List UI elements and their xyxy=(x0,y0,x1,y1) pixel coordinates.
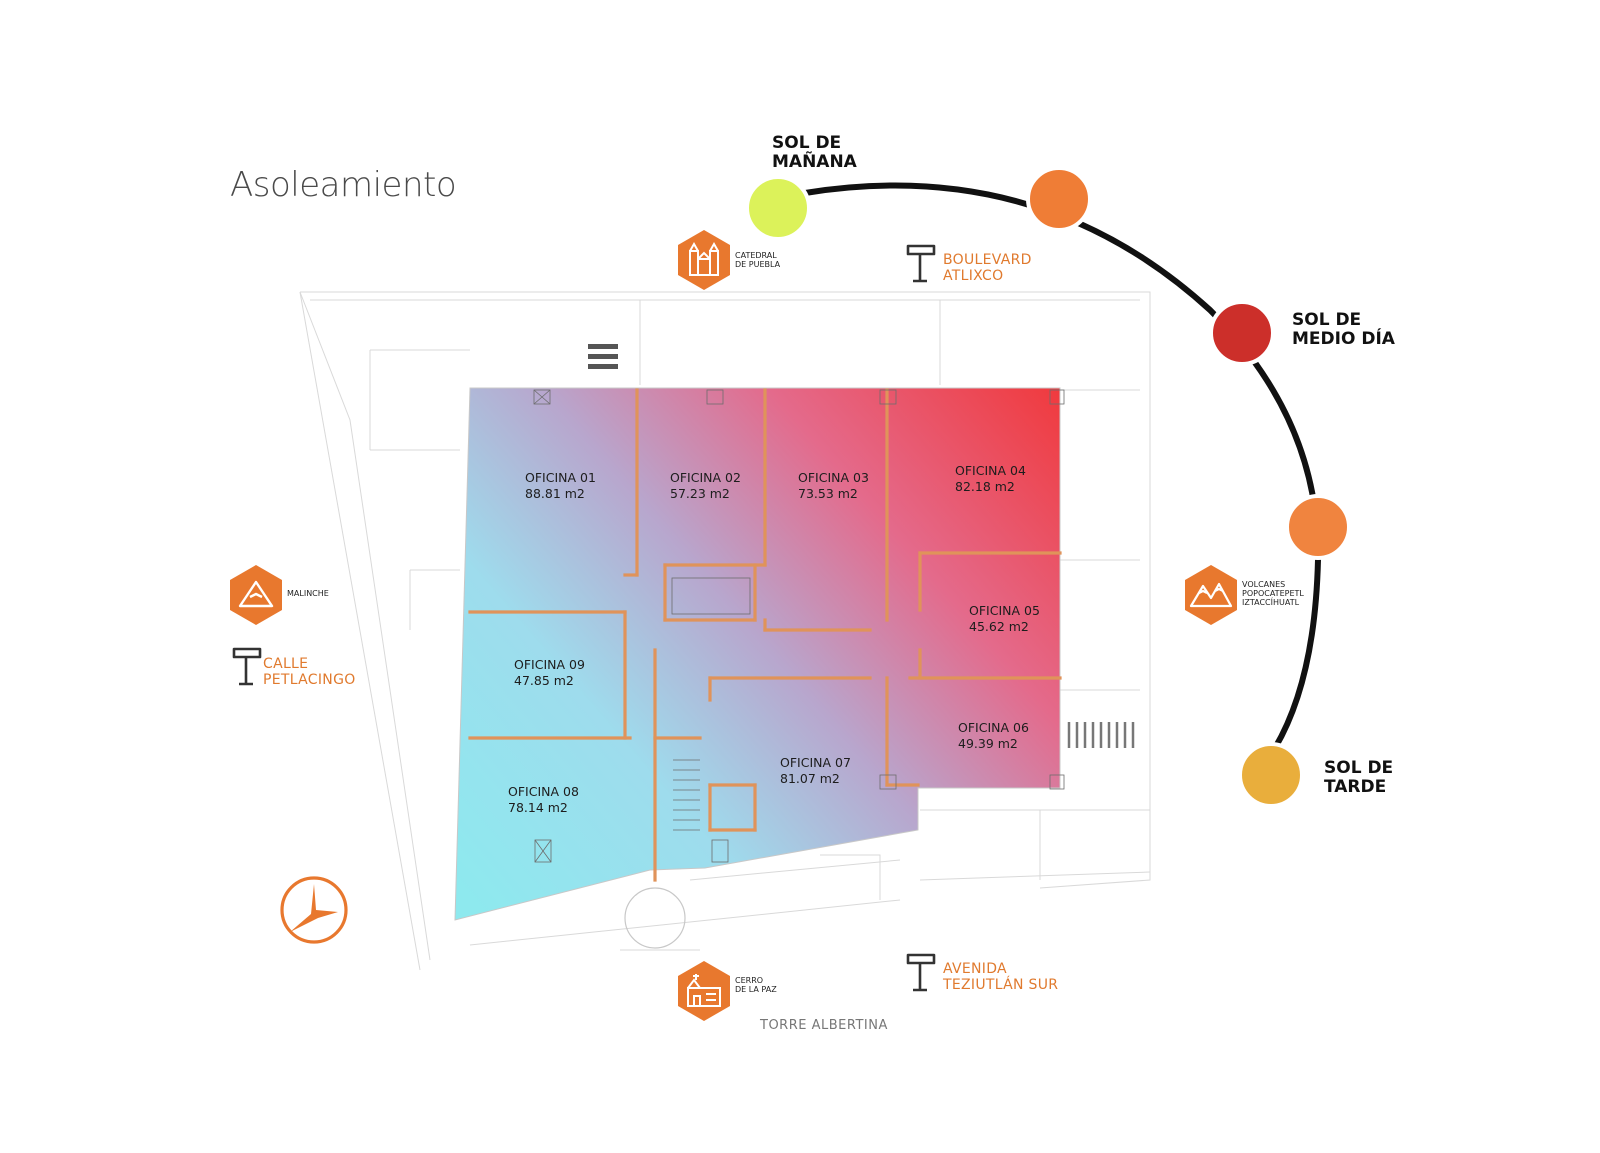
cathedral-icon xyxy=(678,230,730,290)
building-name: TORRE ALBERTINA xyxy=(760,1018,888,1033)
office-02-label: OFICINA 02 57.23 m2 xyxy=(670,470,741,502)
street-sign-icon xyxy=(906,244,936,283)
office-09-label: OFICINA 09 47.85 m2 xyxy=(514,657,585,689)
sun-morning-marker xyxy=(745,175,811,241)
sun-mid-afternoon-marker xyxy=(1285,494,1351,560)
volcanoes-icon xyxy=(1185,565,1237,625)
sun-path-arc xyxy=(802,182,1322,751)
office-area: 49.39 m2 xyxy=(958,736,1018,751)
office-name: OFICINA 09 xyxy=(514,657,585,672)
cathedral-label: CATEDRAL DE PUEBLA xyxy=(735,251,781,269)
office-area: 45.62 m2 xyxy=(969,619,1029,634)
office-area: 47.85 m2 xyxy=(514,673,574,688)
avenida-label: AVENIDA TEZIUTLÁN SUR xyxy=(943,961,1059,993)
office-03-label: OFICINA 03 73.53 m2 xyxy=(798,470,869,502)
compass-icon xyxy=(280,876,348,944)
office-name: OFICINA 02 xyxy=(670,470,741,485)
street-sign-icon xyxy=(906,953,936,992)
mountain-icon xyxy=(230,565,282,625)
office-area: 73.53 m2 xyxy=(798,486,858,501)
sun-noon-label: SOL DE MEDIO DÍA xyxy=(1292,310,1395,349)
floor-heat-map xyxy=(454,387,1061,921)
sun-mid-morning-marker xyxy=(1026,166,1092,232)
office-01-label: OFICINA 01 88.81 m2 xyxy=(525,470,596,502)
core-detail xyxy=(533,389,1065,863)
office-05-label: OFICINA 05 45.62 m2 xyxy=(969,603,1040,635)
office-name: OFICINA 01 xyxy=(525,470,596,485)
office-name: OFICINA 06 xyxy=(958,720,1029,735)
office-04-label: OFICINA 04 82.18 m2 xyxy=(955,463,1026,495)
office-06-label: OFICINA 06 49.39 m2 xyxy=(958,720,1029,752)
office-07-label: OFICINA 07 81.07 m2 xyxy=(780,755,851,787)
stairs-top xyxy=(588,344,618,369)
office-walls xyxy=(468,388,1062,882)
sun-morning-label: SOL DE MAÑANA xyxy=(772,133,857,172)
office-area: 81.07 m2 xyxy=(780,771,840,786)
sun-afternoon-label: SOL DE TARDE xyxy=(1324,758,1394,797)
office-name: OFICINA 05 xyxy=(969,603,1040,618)
office-area: 88.81 m2 xyxy=(525,486,585,501)
sun-afternoon-marker xyxy=(1238,742,1304,808)
planter-circle xyxy=(624,887,686,949)
malinche-label: MALINCHE xyxy=(287,589,329,598)
volcanoes-label: VOLCANES POPOCATEPETL IZTACCÍHUATL xyxy=(1242,580,1304,607)
hatched-area xyxy=(1067,722,1135,748)
office-name: OFICINA 03 xyxy=(798,470,869,485)
sun-noon-marker xyxy=(1209,300,1275,366)
cerro-label: CERRO DE LA PAZ xyxy=(735,976,777,994)
page-title: Asoleamiento xyxy=(230,165,457,205)
office-name: OFICINA 08 xyxy=(508,784,579,799)
office-08-label: OFICINA 08 78.14 m2 xyxy=(508,784,579,816)
office-name: OFICINA 04 xyxy=(955,463,1026,478)
office-area: 78.14 m2 xyxy=(508,800,568,815)
office-area: 57.23 m2 xyxy=(670,486,730,501)
office-name: OFICINA 07 xyxy=(780,755,851,770)
site-context xyxy=(299,291,1151,971)
church-icon xyxy=(678,961,730,1021)
street-sign-icon xyxy=(232,647,262,686)
calle-label: CALLE PETLACINGO xyxy=(263,656,356,688)
office-area: 82.18 m2 xyxy=(955,479,1015,494)
boulevard-label: BOULEVARD ATLIXCO xyxy=(943,252,1032,284)
